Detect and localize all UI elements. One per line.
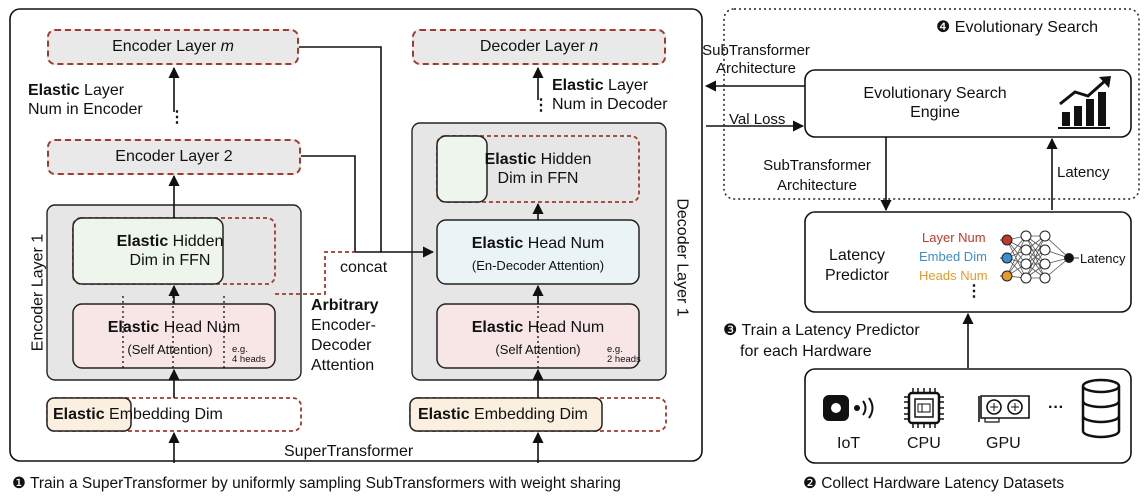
val-loss-label: Val Loss [729,111,786,128]
hardware-box [804,368,1132,464]
nn-hidden-node [1020,272,1032,284]
encoder-layer-2: Encoder Layer 2 [47,139,301,175]
encoder-layer-m: Encoder Layer m [47,29,299,65]
latency-feedback-label: Latency [1057,164,1110,181]
dec-vertical-dots: ⋮ [533,97,549,114]
enc-layer-num-label: Elastic Layer Num in Encoder [28,82,143,118]
predictor-input-dots: ⋮ [966,283,982,300]
decoder-embedding-text: Elastic Embedding Dim [418,406,588,423]
decoder-ffn-box [436,135,488,203]
predictor-output-label: Latency [1080,251,1126,266]
encoder-embedding-box [46,397,132,432]
evolutionary-search-frame [723,8,1140,200]
nn-hidden-node [1039,230,1051,242]
encoder-self-attention-text: (Self Attention) [127,342,213,357]
evolutionary-search-title: ❹ Evolutionary Search [936,19,1098,36]
decoder-head-text: Elastic Head Num [471,319,605,336]
encoder-head-text: Elastic Head Num [107,319,241,336]
concat-label: concat [340,259,388,276]
subtransformer-arch-top: SubTransformer Architecture [702,42,810,77]
device-label-iot: IoT [837,435,861,452]
device-label-gpu: GPU [986,435,1021,452]
nn-input-node [1001,234,1013,246]
decoder-eg-heads: e.g.2 heads [607,344,641,365]
decoder-endec-attention-text: (En-Decoder Attention) [471,258,605,273]
device-label-cpu: CPU [907,435,941,452]
nn-input-node [1001,270,1013,282]
decoder-layer-1-label: Decoder Layer 1 [673,198,691,317]
neural-network-icon [1000,230,1079,284]
cpu-icon [904,388,944,428]
encoder-eg-heads: e.g.4 heads [232,344,266,365]
chart-growth-icon [1058,76,1111,129]
encoder-ffn-box [72,217,224,285]
supertransformer-label: SuperTransformer [284,443,414,460]
decoder-endec-text: Elastic Head Num [471,235,605,252]
latency-predictor-title: Latency Predictor [824,247,890,284]
caption-left: ❶ Train a SuperTransformer by uniformly … [12,475,621,492]
nn-hidden-node [1020,258,1032,270]
arbitrary-attention-label: Arbitrary Encoder- Decoder Attention [311,297,379,374]
search-engine-text: Evolutionary Search Engine [863,85,1007,121]
search-engine-box [804,69,1132,138]
predictor-input-layer-num: Layer Num [922,230,986,245]
encoder-layer-1-label: Encoder Layer 1 [29,233,47,352]
predictor-input-embed-dim: Embed Dim [919,249,987,264]
enc-vertical-dots: ⋮ [169,109,185,126]
device-ellipsis: ··· [1048,399,1064,416]
encoder-embedding-text: Elastic Embedding Dim [53,406,223,423]
encoder-ffn-text: Elastic Hidden Dim in FFN [116,233,224,269]
nn-hidden-node [1020,230,1032,242]
decoder-embedding-box [409,397,603,432]
nn-hidden-node [1039,258,1051,270]
database-icon [1081,378,1121,439]
dec-layer-num-label: Elastic Layer Num in Decoder [552,77,668,113]
subtransformer-arch-mid: SubTransformer Architecture [763,157,871,194]
gpu-icon [978,395,1030,423]
nn-input-node [1001,252,1013,264]
decoder-self-attention-text: (Self Attention) [495,342,581,357]
predictor-input-heads-num: Heads Num [919,268,988,283]
caption-right: ❷ Collect Hardware Latency Datasets [803,475,1065,492]
decoder-ffn-text: Elastic Hidden Dim in FFN [484,151,592,187]
nn-output-node [1064,253,1074,263]
supertransformer-frame [9,8,703,462]
train-predictor-label: ❸ Train a Latency Predictor for each Har… [723,322,920,360]
iot-icon [823,395,874,421]
nn-hidden-node [1039,272,1051,284]
nn-hidden-node [1039,244,1051,256]
nn-hidden-node [1020,244,1032,256]
decoder-layer-n: Decoder Layer n [412,29,666,65]
